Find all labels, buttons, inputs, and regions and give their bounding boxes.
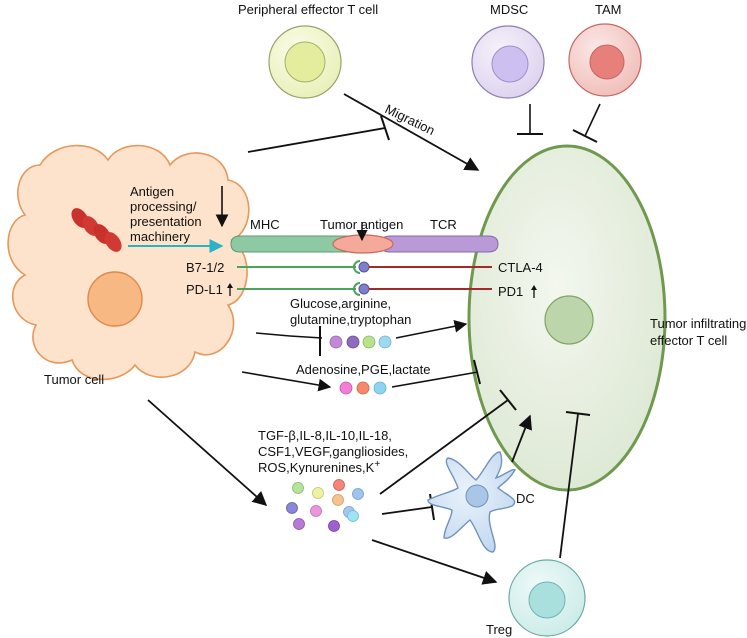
dendritic-cell (427, 451, 516, 553)
tumor-to-factors-arrow (147, 399, 268, 506)
pdl1-up-arrow-icon (227, 283, 233, 296)
factors-to-til-inhibition (379, 389, 517, 495)
dc-to-til-arrow (511, 414, 532, 463)
treg-label: Treg (486, 622, 512, 637)
treg-to-til-inhibition (559, 411, 591, 559)
pdl1-pd1-pair (237, 282, 492, 296)
antigen-label-line2: processing/ (130, 199, 197, 214)
antigen-label-line3: presentation (130, 214, 202, 229)
migration-arrow (343, 93, 480, 171)
nutrient-dots (329, 335, 392, 349)
til-label-line1: Tumor infiltrating (650, 316, 746, 331)
tumor-to-adenosine-arrow (241, 371, 332, 392)
factors-label-line1: TGF-β,IL-8,IL-10,IL-18, (258, 428, 392, 443)
nutrients-to-til-arrow (395, 319, 468, 339)
til-label-line2: effector T cell (650, 333, 727, 348)
peripheral-effector-t-cell (268, 25, 342, 99)
nutrients-label-line1: Glucose,arginine, (290, 296, 391, 311)
nutrient-depletion-inhibition (289, 326, 323, 356)
tumor-cell-label: Tumor cell (44, 372, 104, 387)
mhc-tcr-complex (230, 234, 499, 254)
nutrients-tail (255, 332, 291, 337)
pd1-up-arrow-icon (531, 285, 537, 298)
factors-label-line3: ROS,Kynurenines,K+ (258, 459, 380, 475)
factor-dots (286, 479, 364, 532)
tumor-migration-inhibition (247, 115, 390, 153)
dc-label: DC (516, 491, 535, 506)
tumor-cell (7, 144, 250, 381)
tam-inhibition (572, 103, 601, 143)
peripheral-t-cell-label: Peripheral effector T cell (238, 2, 378, 17)
ctla4-label: CTLA-4 (498, 260, 543, 275)
pd1-label: PD1 (498, 284, 523, 299)
mdsc-inhibition (517, 104, 543, 135)
antigen-label-line1: Antigen (130, 184, 174, 199)
proteasome-icon (71, 208, 122, 252)
factors-to-dc-inhibition (381, 493, 435, 521)
tam-cell (568, 23, 642, 97)
nutrients-label-line2: glutamine,tryptophan (290, 312, 411, 327)
factors-to-treg-arrow (371, 539, 498, 585)
mdsc-label: MDSC (490, 2, 528, 17)
adenosine-to-til-inhibition (391, 359, 481, 388)
pdl1-label: PD-L1 (186, 282, 223, 297)
tam-label: TAM (595, 2, 621, 17)
factors-label-line2: CSF1,VEGF,gangliosides, (258, 444, 408, 459)
treg-cell (508, 559, 586, 637)
b7-ctla4-pair (237, 260, 492, 274)
mhc-label: MHC (250, 217, 280, 232)
adenosine-label: Adenosine,PGE,lactate (296, 362, 430, 377)
adenosine-dots (339, 381, 387, 395)
tumor-infiltrating-t-cell (467, 144, 667, 492)
tcr-label: TCR (430, 217, 457, 232)
antigen-label-line4: machinery (130, 229, 190, 244)
b7-label: B7-1/2 (186, 260, 224, 275)
mdsc-cell (471, 25, 545, 99)
